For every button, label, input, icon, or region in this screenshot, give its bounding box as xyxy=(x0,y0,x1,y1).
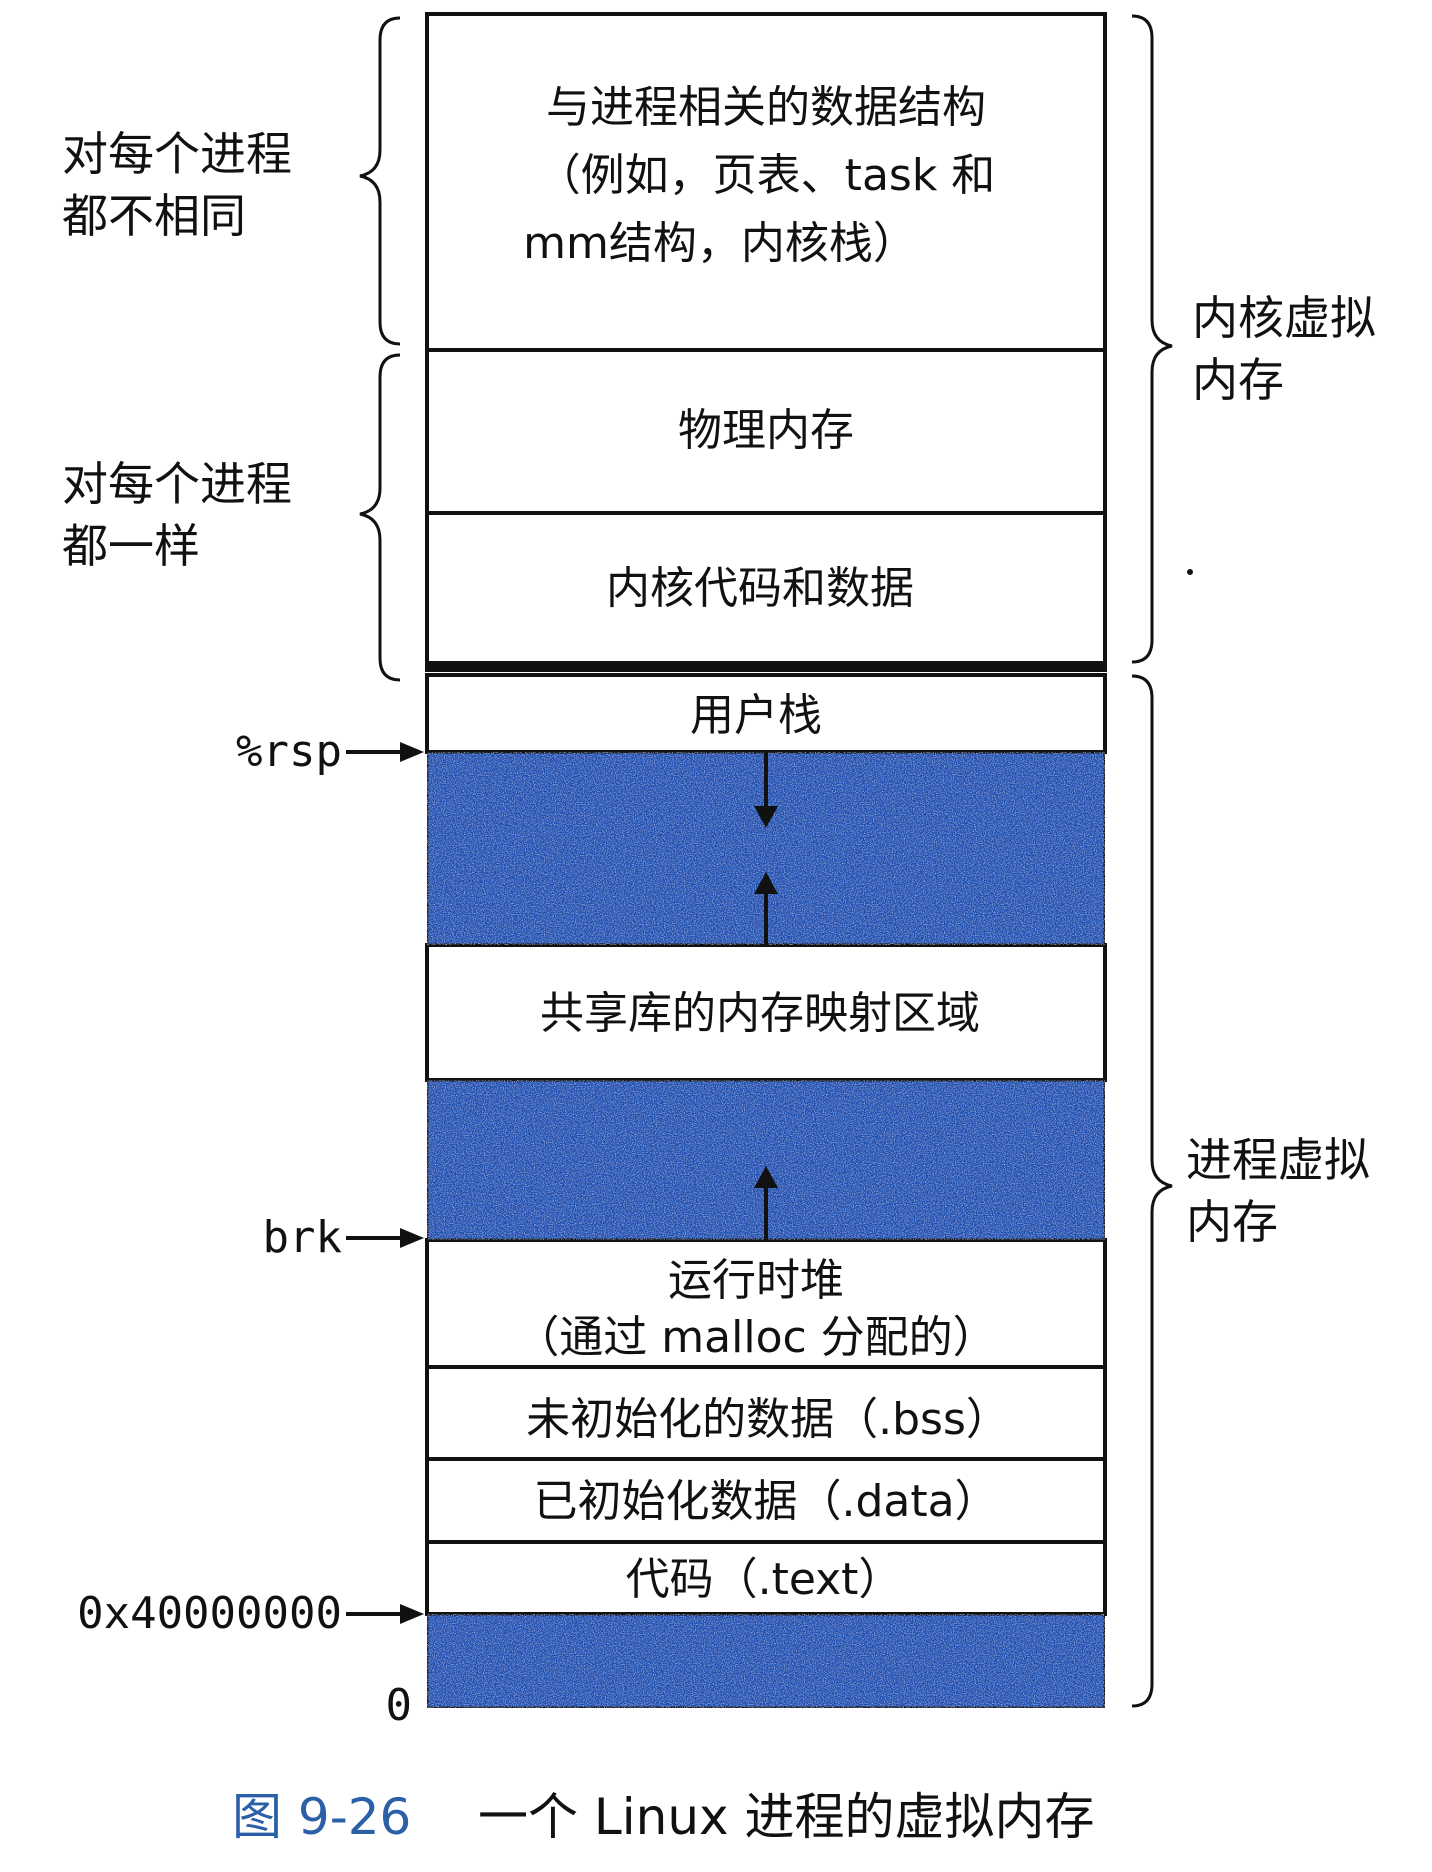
text-label: 代码（.text） xyxy=(626,1554,903,1605)
memory-column xyxy=(425,12,1107,1616)
kernel-structs-line-1: 与进程相关的数据结构 xyxy=(546,82,986,133)
free-region-low xyxy=(425,1612,1107,1710)
start-address-label: 0x40000000 xyxy=(77,1588,342,1639)
heap-label-line-1: 运行时堆 xyxy=(668,1255,844,1306)
process-vm-line-2: 内存 xyxy=(1186,1195,1278,1249)
kernel-structs-box xyxy=(425,12,1107,352)
left-braces xyxy=(359,16,401,682)
figure-number: 图 9-26 xyxy=(232,1788,411,1846)
bss-label: 未初始化的数据（.bss） xyxy=(526,1394,1010,1445)
physical-memory-label: 物理内存 xyxy=(678,405,854,456)
right-brace-kernel xyxy=(1131,14,1173,664)
shared-libs-label: 共享库的内存映射区域 xyxy=(540,988,980,1039)
kernel-structs-line-2: （例如，页表、task 和 xyxy=(537,150,996,201)
brk-label: brk xyxy=(263,1212,342,1263)
growth-arrows xyxy=(754,752,778,1240)
zero-address-label: 0 xyxy=(386,1680,413,1731)
rsp-label: %rsp xyxy=(236,726,342,777)
right-brace-process xyxy=(1131,674,1173,1708)
kernel-vm-line-1: 内核虚拟 xyxy=(1192,291,1376,345)
per-process-diff-line-2: 都不相同 xyxy=(62,189,246,243)
kernel-structs-line-3: mm结构，内核栈） xyxy=(523,218,917,269)
kernel-code-data-box xyxy=(425,511,1107,665)
user-stack-label: 用户栈 xyxy=(690,690,822,741)
process-vm-line-1: 进程虚拟 xyxy=(1186,1133,1370,1187)
physical-memory-box xyxy=(425,348,1107,515)
user-stack-box xyxy=(425,673,1107,754)
right-braces xyxy=(1131,14,1173,1708)
heap-box xyxy=(425,1238,1107,1369)
kernel-code-data-label: 内核代码和数据 xyxy=(606,563,914,614)
left-brace-bottom xyxy=(359,353,401,682)
per-process-same-line-2: 都一样 xyxy=(62,519,200,573)
stray-mark xyxy=(1187,569,1193,575)
per-process-diff-line-1: 对每个进程 xyxy=(62,127,292,181)
data-box xyxy=(425,1457,1107,1544)
data-label: 已初始化数据（.data） xyxy=(533,1476,998,1527)
left-brace-top xyxy=(359,16,401,346)
per-process-same-line-1: 对每个进程 xyxy=(62,457,292,511)
kernel-vm-line-2: 内存 xyxy=(1192,353,1284,407)
figure-title: 一个 Linux 进程的虚拟内存 xyxy=(478,1788,1095,1846)
heap-label-line-2: （通过 malloc 分配的） xyxy=(515,1312,996,1363)
